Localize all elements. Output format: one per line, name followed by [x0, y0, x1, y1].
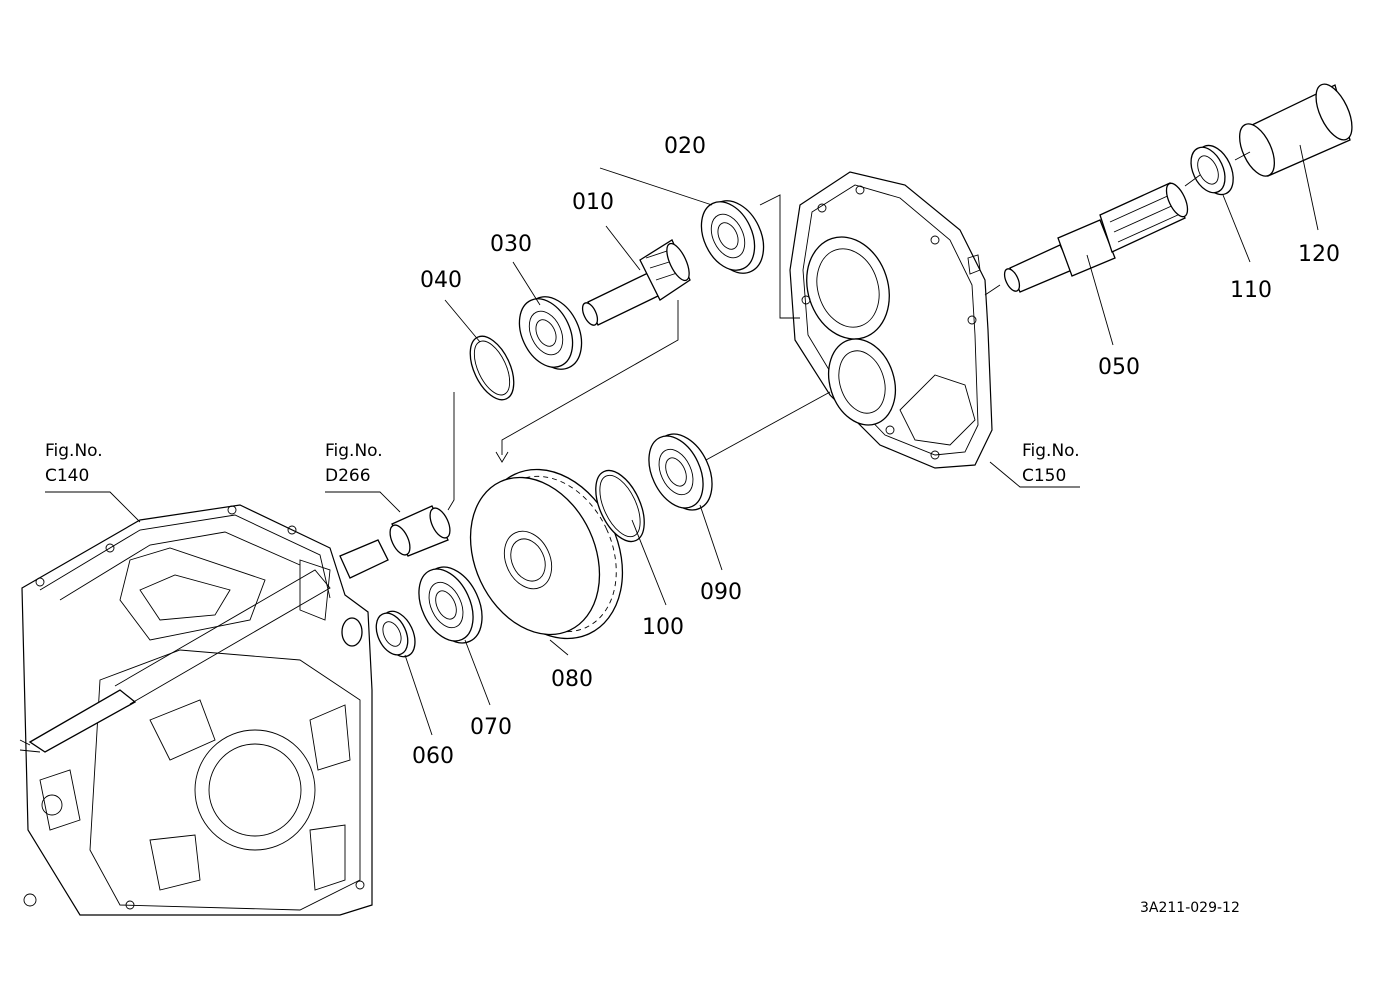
label-080: 080 — [551, 667, 593, 692]
gear-case-cover-c150[interactable] — [789, 171, 993, 469]
label-120: 120 — [1298, 242, 1340, 267]
part-080-spur-gear[interactable] — [446, 446, 649, 661]
ref-c140-line1: Fig.No. — [45, 441, 103, 461]
part-100-snap-ring[interactable] — [586, 463, 654, 549]
needle-bearing-d266[interactable] — [386, 505, 454, 558]
transmission-housing-c140[interactable] — [19, 504, 389, 916]
ref-d266-line1: Fig.No. — [325, 441, 383, 461]
label-090: 090 — [700, 580, 742, 605]
label-100: 100 — [642, 615, 684, 640]
leader-lines — [45, 144, 1319, 736]
label-060: 060 — [412, 744, 454, 769]
label-020: 020 — [664, 134, 706, 159]
part-020-ball-bearing[interactable] — [691, 192, 775, 283]
part-060-oil-seal[interactable] — [370, 606, 422, 662]
part-120-sleeve[interactable] — [1232, 79, 1359, 181]
part-050-output-shaft[interactable] — [1001, 180, 1191, 293]
label-010: 010 — [572, 190, 614, 215]
part-110-collar[interactable] — [1184, 140, 1240, 201]
part-070-ball-bearing[interactable] — [408, 558, 493, 652]
part-040-snap-ring[interactable] — [461, 330, 522, 407]
ref-c150-line2: C150 — [1022, 466, 1066, 486]
ref-d266-line2: D266 — [325, 466, 371, 486]
part-030-ball-bearing[interactable] — [509, 288, 593, 379]
ref-c140-line2: C140 — [45, 466, 89, 486]
label-110: 110 — [1230, 278, 1272, 303]
part-010-pinion-shaft[interactable] — [579, 239, 693, 327]
ref-c150-line1: Fig.No. — [1022, 441, 1080, 461]
label-030: 030 — [490, 232, 532, 257]
drawing-code: 3A211-029-12 — [1140, 900, 1240, 916]
part-090-ball-bearing[interactable] — [638, 425, 723, 519]
label-040: 040 — [420, 268, 462, 293]
label-070: 070 — [470, 715, 512, 740]
label-050: 050 — [1098, 355, 1140, 380]
